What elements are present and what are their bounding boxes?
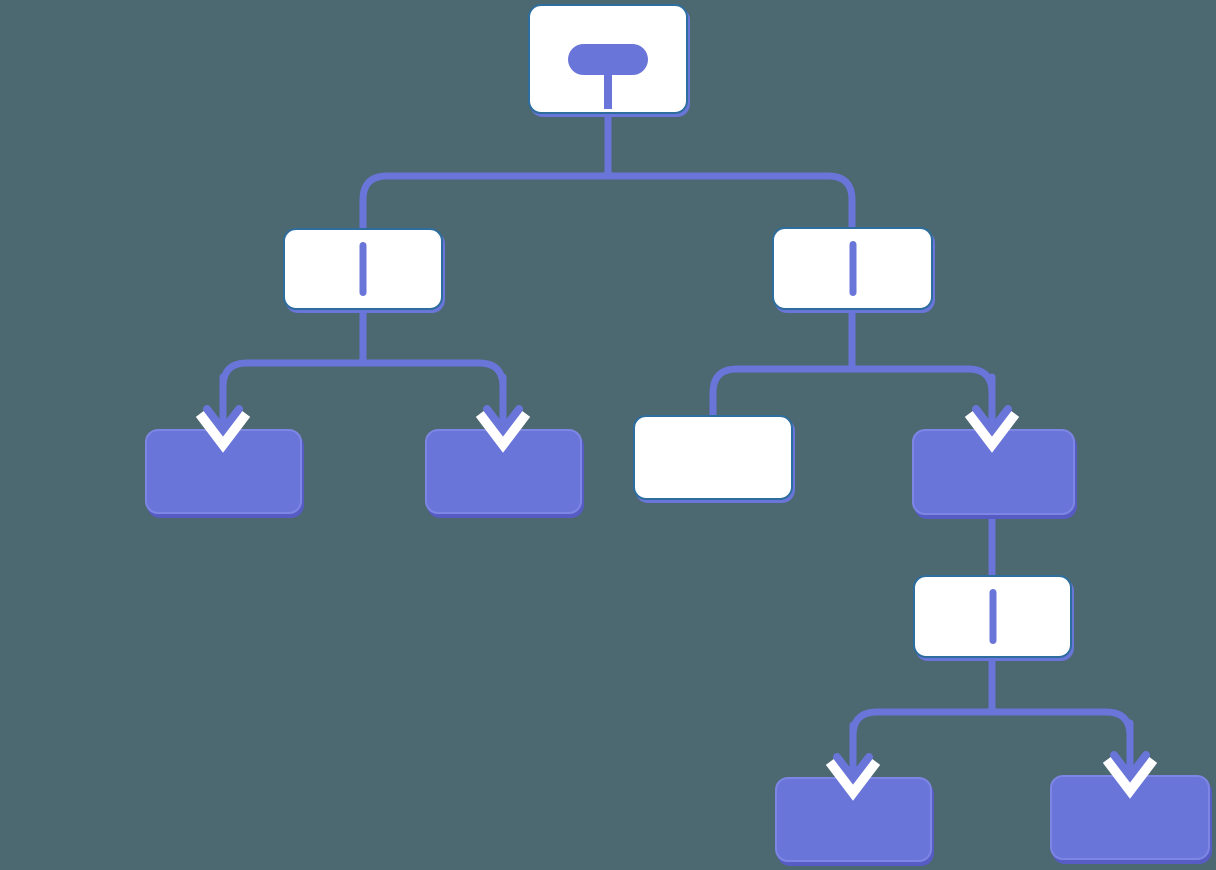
branch-node-left[interactable] [283,228,443,310]
pass-through-bar-icon [989,589,996,644]
root-node[interactable] [528,4,688,114]
branch-node-right[interactable] [772,227,933,310]
child-node-right[interactable] [633,415,793,500]
branch-node-bottom[interactable] [913,575,1072,658]
topic-pill-stem-icon [604,72,612,109]
leaf-node-bottom-right[interactable] [1050,775,1210,860]
pass-through-bar-icon [359,242,367,296]
leaf-node-bottom-left[interactable] [775,777,932,862]
leaf-node-left-2[interactable] [425,429,582,514]
topic-pill-icon [568,44,648,75]
collapsed-node-right[interactable] [912,429,1075,515]
leaf-node-left-1[interactable] [145,429,302,514]
pass-through-bar-icon [849,241,856,296]
